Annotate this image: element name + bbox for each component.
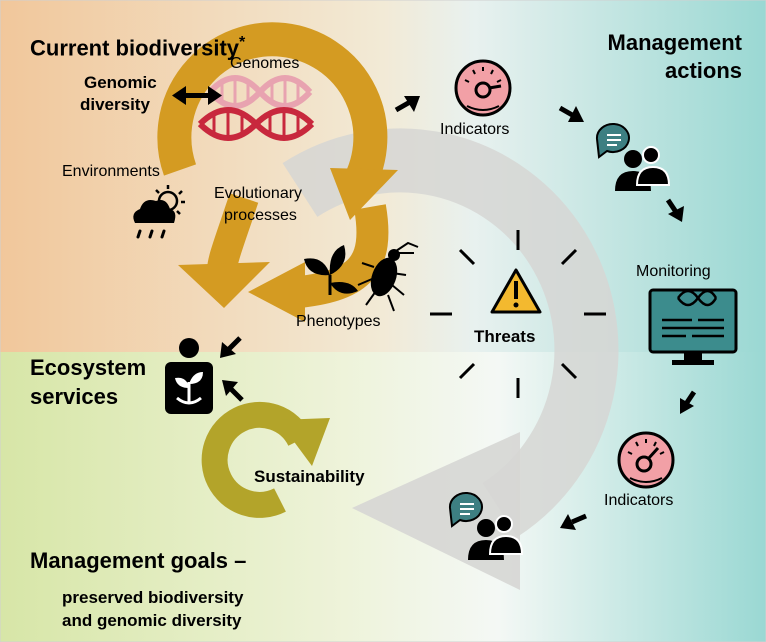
warning-icon bbox=[490, 268, 542, 314]
person-plant-icon bbox=[165, 338, 213, 414]
weather-icon bbox=[133, 185, 185, 239]
indicators-top-label: Indicators bbox=[440, 121, 510, 138]
threats-burst-icon bbox=[430, 230, 606, 398]
gauge-icon-bottom bbox=[617, 431, 675, 489]
management-goals-line-1: preserved biodiversity bbox=[62, 588, 244, 607]
people-discussion-icon-bottom bbox=[448, 492, 524, 560]
evolutionary-label-1: Evolutionary bbox=[214, 185, 303, 202]
arrow-into-person-icon bbox=[220, 336, 244, 402]
sustainability-cycle-icon bbox=[201, 401, 330, 518]
ecosystem-services-title-2: services bbox=[30, 384, 119, 409]
dna-icon bbox=[197, 75, 315, 141]
monitoring-label: Monitoring bbox=[636, 263, 711, 280]
management-goals-line-2: and genomic diversity bbox=[62, 611, 242, 630]
asterisk: * bbox=[239, 34, 246, 51]
gauge-icon-top bbox=[454, 59, 512, 117]
management-actions-title-2: actions bbox=[664, 58, 742, 83]
genomic-diversity-label-2: diversity bbox=[80, 95, 150, 114]
evolutionary-label-2: processes bbox=[224, 207, 297, 224]
monitor-dna-icon bbox=[648, 288, 738, 365]
double-arrow-icon bbox=[172, 86, 222, 105]
sustainability-label: Sustainability bbox=[254, 467, 365, 486]
threats-label: Threats bbox=[474, 327, 536, 346]
genomes-label: Genomes bbox=[230, 55, 300, 72]
current-biodiversity-title: Current biodiversity* bbox=[30, 34, 246, 61]
leaf-icon bbox=[304, 245, 358, 295]
evolutionary-cycle-arrow bbox=[157, 22, 398, 322]
management-goals-title: Management goals – bbox=[30, 548, 247, 573]
people-discussion-icon-top bbox=[595, 123, 671, 191]
indicators-bottom-label: Indicators bbox=[604, 492, 674, 509]
genomic-diversity-label-1: Genomic bbox=[84, 73, 157, 92]
flow-arrows bbox=[394, 96, 697, 530]
ecosystem-services-title-1: Ecosystem bbox=[30, 355, 147, 380]
phenotypes-label: Phenotypes bbox=[296, 313, 381, 330]
beetle-icon bbox=[357, 241, 419, 312]
management-actions-title-1: Management bbox=[607, 30, 742, 55]
environments-label: Environments bbox=[62, 163, 160, 180]
